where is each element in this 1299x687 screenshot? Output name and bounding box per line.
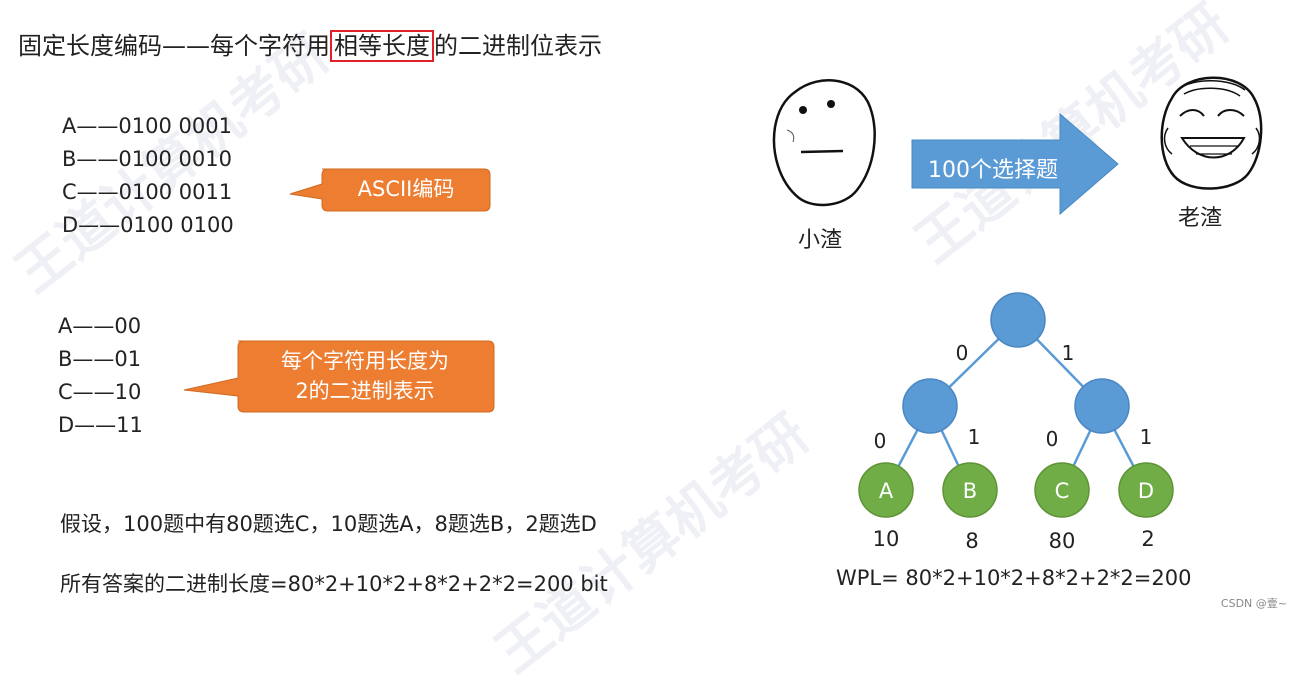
length-callout-shape: [183, 340, 495, 413]
tree-root-node: [990, 292, 1046, 348]
tree-leaf-b: [942, 462, 998, 518]
edge-label-right-d: 1: [1140, 425, 1153, 449]
short-code-list: A——00 B——01 C——10 D——11: [58, 310, 143, 442]
arrow-label: 100个选择题: [928, 158, 1058, 183]
edge-label-left-b: 1: [968, 425, 981, 449]
leaf-c-label: C: [1055, 479, 1070, 503]
title-text-after: 的二进制位表示: [434, 32, 602, 60]
tree-leaf-a: [858, 462, 914, 518]
ascii-code-list: A——0100 0001 B——0100 0010 C——0100 0011 D…: [62, 110, 234, 242]
credit-text: CSDN @壹~: [1220, 597, 1287, 610]
watermark: 王道计算机考研: [483, 402, 821, 685]
edge-label-right-c: 0: [1046, 427, 1059, 451]
leaf-a-label: A: [879, 479, 894, 503]
left-face-label: 小渣: [798, 228, 843, 253]
slide-title: 固定长度编码——每个字符用相等长度的二进制位表示: [18, 26, 602, 62]
leaf-b-label: B: [963, 479, 977, 503]
weight-b: 8: [965, 529, 978, 553]
assumption-text: 假设，100题中有80题选C，10题选A，8题选B，2题选D: [60, 512, 597, 536]
edge-label-root-right: 1: [1062, 341, 1075, 365]
edge-label-left-a: 0: [874, 429, 887, 453]
total-length-text: 所有答案的二进制长度=80*2+10*2+8*2+2*2=200 bit: [60, 572, 608, 596]
weight-d: 2: [1141, 527, 1154, 551]
title-highlight-box: 相等长度: [330, 30, 434, 62]
arrow-right-icon: [911, 112, 1119, 216]
ascii-code-d: D——0100 0100: [62, 213, 234, 237]
title-text-before: 固定长度编码——每个字符用: [18, 32, 330, 60]
tree-leaf-c: [1034, 462, 1090, 518]
length-callout-label: 每个字符用长度为 2的二进制表示: [238, 341, 492, 411]
short-code-d: D——11: [58, 413, 143, 437]
binary-tree-diagram: A B C D 0 1 0 1 0 1 10 8 80 2: [858, 292, 1174, 553]
weight-c: 80: [1049, 529, 1076, 553]
ascii-code-b: B——0100 0010: [62, 147, 232, 171]
length-callout-line1: 每个字符用长度为: [281, 349, 449, 373]
ascii-callout-label: ASCII编码: [357, 177, 455, 201]
right-face-label: 老渣: [1178, 206, 1223, 231]
wpl-formula: WPL= 80*2+10*2+8*2+2*2=200: [836, 566, 1192, 590]
laughing-face-icon: [1160, 76, 1263, 190]
short-code-a: A——00: [58, 314, 142, 338]
tree-internal-node-left: [902, 378, 958, 434]
ascii-code-c: C——0100 0011: [62, 180, 233, 204]
weight-a: 10: [873, 527, 900, 551]
ascii-callout-shape: [289, 168, 491, 212]
tree-leaf-d: [1118, 462, 1174, 518]
ascii-code-a: A——0100 0001: [62, 114, 232, 138]
edge-label-root-left: 0: [956, 341, 969, 365]
short-code-b: B——01: [58, 347, 142, 371]
short-code-c: C——10: [58, 380, 142, 404]
leaf-d-label: D: [1138, 479, 1154, 503]
tree-internal-node-right: [1074, 378, 1130, 434]
poker-face-icon: [772, 79, 876, 207]
length-callout-line2: 2的二进制表示: [295, 379, 435, 403]
